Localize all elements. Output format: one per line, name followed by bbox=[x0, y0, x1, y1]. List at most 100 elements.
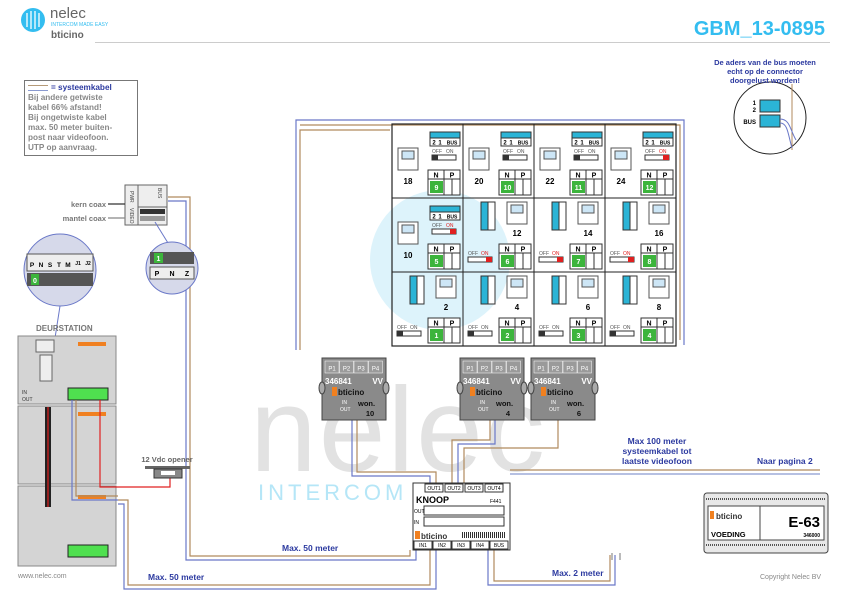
distributor-port-label: P1 bbox=[537, 367, 545, 373]
videophone-screen bbox=[652, 278, 666, 288]
bus-note-line: echt op de connector bbox=[727, 67, 803, 76]
knoop-out-port bbox=[484, 483, 504, 493]
n-label: N bbox=[504, 321, 509, 328]
logo-partner: bticino bbox=[51, 30, 84, 41]
distributor-model: 346841 bbox=[463, 377, 490, 386]
n-value: 2 bbox=[506, 333, 510, 340]
bus-terminal bbox=[622, 201, 631, 231]
bus-terminal bbox=[622, 275, 631, 305]
distributor-port bbox=[462, 360, 478, 374]
apartment-number: 2 bbox=[444, 303, 449, 312]
doorstation-panel bbox=[17, 335, 171, 567]
distributor-port bbox=[506, 360, 521, 374]
bus-terminal bbox=[429, 205, 461, 213]
psu-label: VOEDING bbox=[711, 530, 746, 539]
copyright: Copyright Nelec BV bbox=[760, 574, 822, 581]
distributor-port-label: P2 bbox=[343, 367, 351, 373]
distributor-brand: bticino bbox=[476, 388, 502, 397]
n-value-box bbox=[430, 329, 443, 341]
nelec-logo-icon bbox=[21, 8, 45, 32]
distributor-suffix: VV bbox=[510, 377, 521, 386]
legend-line: Bij ongetwiste kabel bbox=[28, 113, 107, 122]
distributor-port-label: P3 bbox=[566, 367, 574, 373]
website[interactable]: www.nelec.com bbox=[18, 573, 67, 580]
knoop-out-label: OUT3 bbox=[467, 486, 481, 492]
nelec-logo: nelec INTERCOM MADE EASY bticino bbox=[21, 5, 109, 41]
next-page-link[interactable]: Naar pagina 2 bbox=[755, 456, 815, 466]
bus-terminal-labels bbox=[642, 137, 674, 147]
n-label: N bbox=[646, 321, 651, 328]
switch-on-label: ON bbox=[588, 149, 596, 155]
n-value: 5 bbox=[435, 259, 439, 266]
bus-detail-bus: BUS bbox=[743, 120, 756, 126]
apartment-number: 10 bbox=[404, 251, 413, 260]
psu-code: 346000 bbox=[803, 533, 820, 539]
n-value-box bbox=[643, 255, 656, 267]
terminal-2: 2 bbox=[645, 141, 649, 147]
switch-off-label: OFF bbox=[574, 149, 584, 155]
switch-knob bbox=[610, 331, 616, 336]
knoop-f441-node bbox=[412, 482, 511, 551]
videophone-screen bbox=[581, 204, 595, 214]
distributor-port-label: P4 bbox=[510, 367, 518, 373]
switch-knob bbox=[432, 155, 438, 160]
distributor-won-label: won. bbox=[566, 399, 584, 408]
max100-label: Max 100 meter systeemkabel tot laatste v… bbox=[620, 436, 694, 466]
call-code-grid bbox=[428, 244, 460, 269]
n-label: N bbox=[646, 173, 651, 180]
switch-knob bbox=[574, 155, 580, 160]
n-label: N bbox=[433, 173, 438, 180]
p-label: P bbox=[663, 173, 668, 180]
distributor-won-label: won. bbox=[495, 399, 513, 408]
switch-on-label: ON bbox=[410, 325, 418, 331]
logo-tagline: INTERCOM MADE EASY bbox=[51, 22, 109, 28]
apartment-number: 6 bbox=[586, 303, 591, 312]
terminal-1: 1 bbox=[509, 141, 513, 147]
ds-jumper-m: M bbox=[65, 262, 70, 269]
distributor-out: OUT bbox=[549, 407, 560, 413]
distributor-brand: bticino bbox=[338, 388, 364, 397]
distributor-port bbox=[562, 360, 578, 374]
switch-knob bbox=[628, 257, 634, 262]
legend-header: = systeemkabel bbox=[28, 83, 134, 93]
document-id: GBM_13-0895 bbox=[693, 18, 825, 40]
call-code-grid bbox=[499, 318, 531, 343]
distributor-out: OUT bbox=[340, 407, 351, 413]
knoop-out-label: OUT4 bbox=[487, 486, 501, 492]
max100-line: Max 100 meter bbox=[627, 436, 687, 446]
system-cable-swatch bbox=[28, 85, 48, 91]
apartment-grid bbox=[391, 123, 677, 347]
apartment-number: 14 bbox=[584, 229, 593, 238]
bus-detail-2: 2 bbox=[753, 108, 757, 114]
switch-on-label: ON bbox=[481, 325, 489, 331]
n-label: N bbox=[646, 247, 651, 254]
p-label: P bbox=[592, 173, 597, 180]
switch-knob bbox=[397, 331, 403, 336]
distributor-apartment: 4 bbox=[506, 409, 511, 418]
bus-terminal bbox=[409, 275, 418, 305]
bus-terminal-labels bbox=[416, 275, 425, 305]
switch-knob bbox=[503, 155, 509, 160]
distributor-port-label: P2 bbox=[552, 367, 560, 373]
switch-knob bbox=[486, 257, 492, 262]
knoop-in-port bbox=[470, 540, 490, 550]
terminal-bus: BUS bbox=[589, 141, 600, 147]
distributor-brand-mark bbox=[541, 387, 546, 396]
apartment-number: 18 bbox=[404, 177, 413, 186]
distributor-port bbox=[353, 360, 369, 374]
switch-off-label: OFF bbox=[503, 149, 513, 155]
bus-terminal bbox=[551, 201, 560, 231]
call-code-grid bbox=[428, 170, 460, 195]
call-code-grid bbox=[570, 170, 602, 195]
bus-note-line: De aders van de bus moeten bbox=[714, 58, 816, 67]
knoop-row-out: OUT bbox=[414, 509, 425, 515]
terminal-2: 2 bbox=[503, 141, 507, 147]
call-code-grid bbox=[641, 170, 673, 195]
n-value-box bbox=[501, 329, 514, 341]
